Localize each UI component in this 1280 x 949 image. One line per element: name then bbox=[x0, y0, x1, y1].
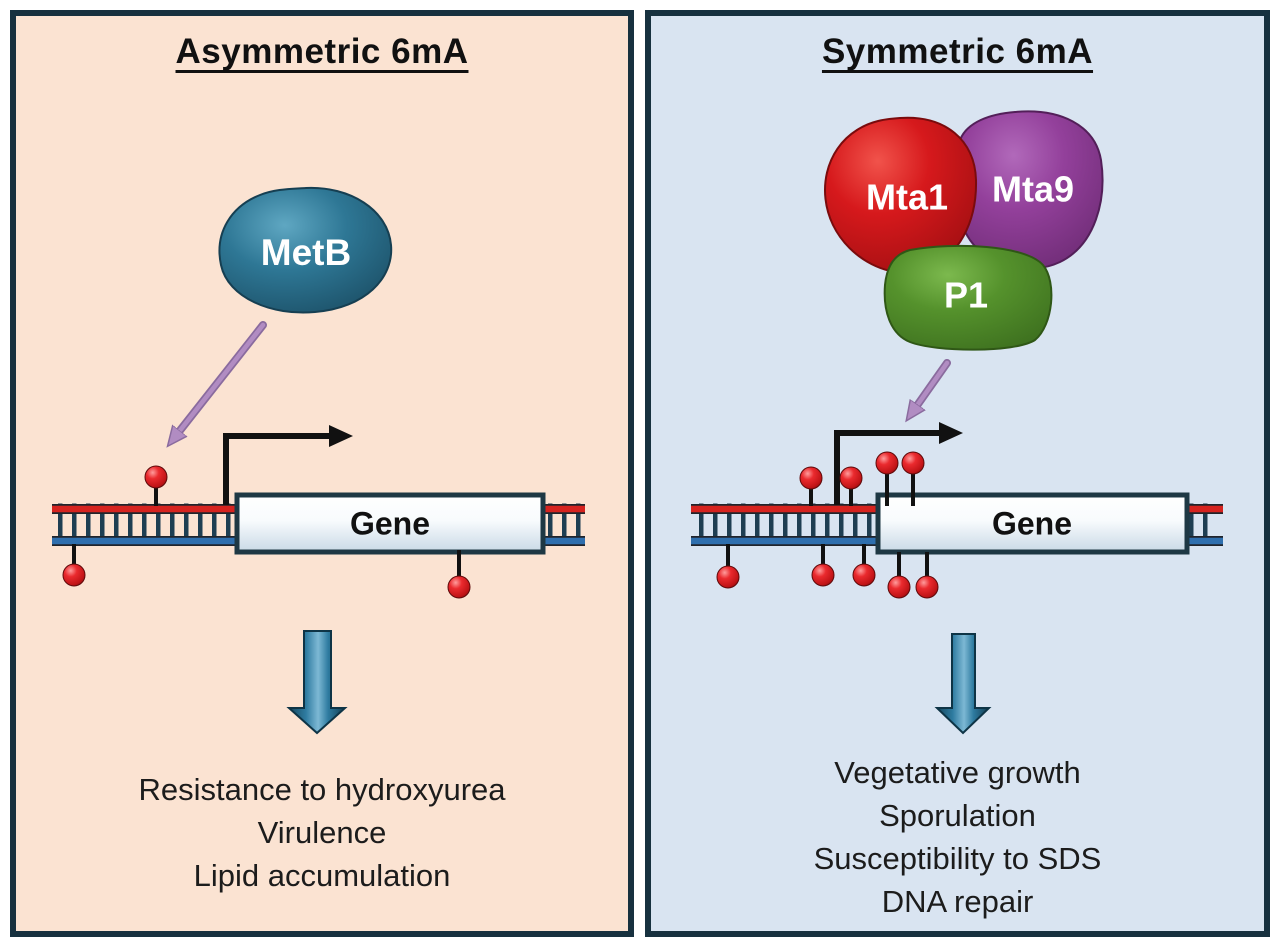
outcome-line: Lipid accumulation bbox=[193, 858, 451, 893]
symmetric-outcomes-list: Vegetative growth Sporulation Susceptibi… bbox=[645, 751, 1270, 923]
outcome-line: Susceptibility to SDS bbox=[813, 841, 1102, 876]
outcome-line: Resistance to hydroxyurea bbox=[138, 772, 506, 807]
asymmetric-panel-title: Asymmetric 6mA bbox=[175, 32, 469, 71]
outcome-line: DNA repair bbox=[881, 884, 1034, 919]
outcome-line: Sporulation bbox=[879, 798, 1036, 833]
outcome-line: Virulence bbox=[257, 815, 387, 850]
asymmetric-6ma-panel: Asymmetric 6mA Resistance to hydroxyurea… bbox=[10, 10, 634, 937]
symmetric-6ma-panel: Symmetric 6mA Vegetative growth Sporulat… bbox=[645, 10, 1270, 937]
outcome-line: Vegetative growth bbox=[834, 755, 1081, 790]
symmetric-panel-title: Symmetric 6mA bbox=[821, 32, 1094, 71]
asymmetric-outcomes-list: Resistance to hydroxyurea Virulence Lipi… bbox=[10, 768, 634, 897]
